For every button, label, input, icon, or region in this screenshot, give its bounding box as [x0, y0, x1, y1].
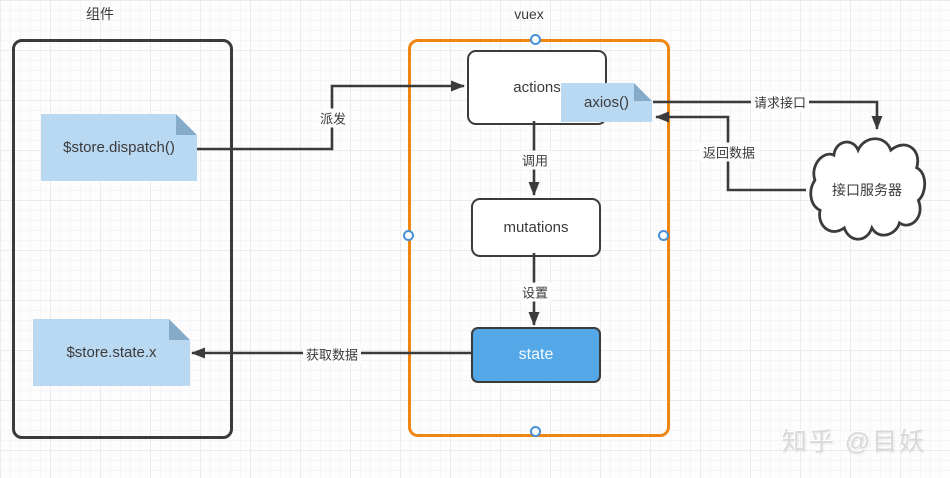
selection-handle-bottom[interactable]: [530, 426, 541, 437]
mutations-label: mutations: [503, 219, 569, 236]
store-state-label: $store.state.x: [66, 344, 157, 361]
axios-note[interactable]: axios(): [561, 83, 652, 122]
edge-label-return-data: 返回数据: [699, 142, 759, 162]
vuex-group-title: vuex: [514, 6, 544, 22]
selection-handle-left[interactable]: [403, 230, 414, 241]
mutations-node[interactable]: mutations: [471, 198, 601, 257]
edge-label-request-api: 请求接口: [750, 92, 810, 112]
api-server-label: 接口服务器: [832, 182, 902, 198]
edge-label-call: 调用: [518, 150, 552, 170]
state-node[interactable]: state: [471, 327, 601, 383]
selection-handle-top[interactable]: [530, 34, 541, 45]
axios-label: axios(): [583, 94, 629, 111]
edge-label-dispatch: 派发: [316, 108, 350, 128]
store-state-note[interactable]: $store.state.x: [33, 319, 190, 386]
store-dispatch-label: $store.dispatch(): [63, 139, 175, 156]
state-label: state: [518, 346, 554, 363]
selection-handle-right[interactable]: [658, 230, 669, 241]
actions-label: actions: [513, 79, 561, 96]
component-group-box[interactable]: [12, 39, 233, 439]
component-group-title: 组件: [86, 6, 114, 22]
store-dispatch-note[interactable]: $store.dispatch(): [41, 114, 197, 181]
edge-label-set: 设置: [518, 282, 552, 302]
watermark: 知乎 @目妖: [781, 428, 926, 456]
edge-label-fetch-data: 获取数据: [302, 344, 362, 364]
